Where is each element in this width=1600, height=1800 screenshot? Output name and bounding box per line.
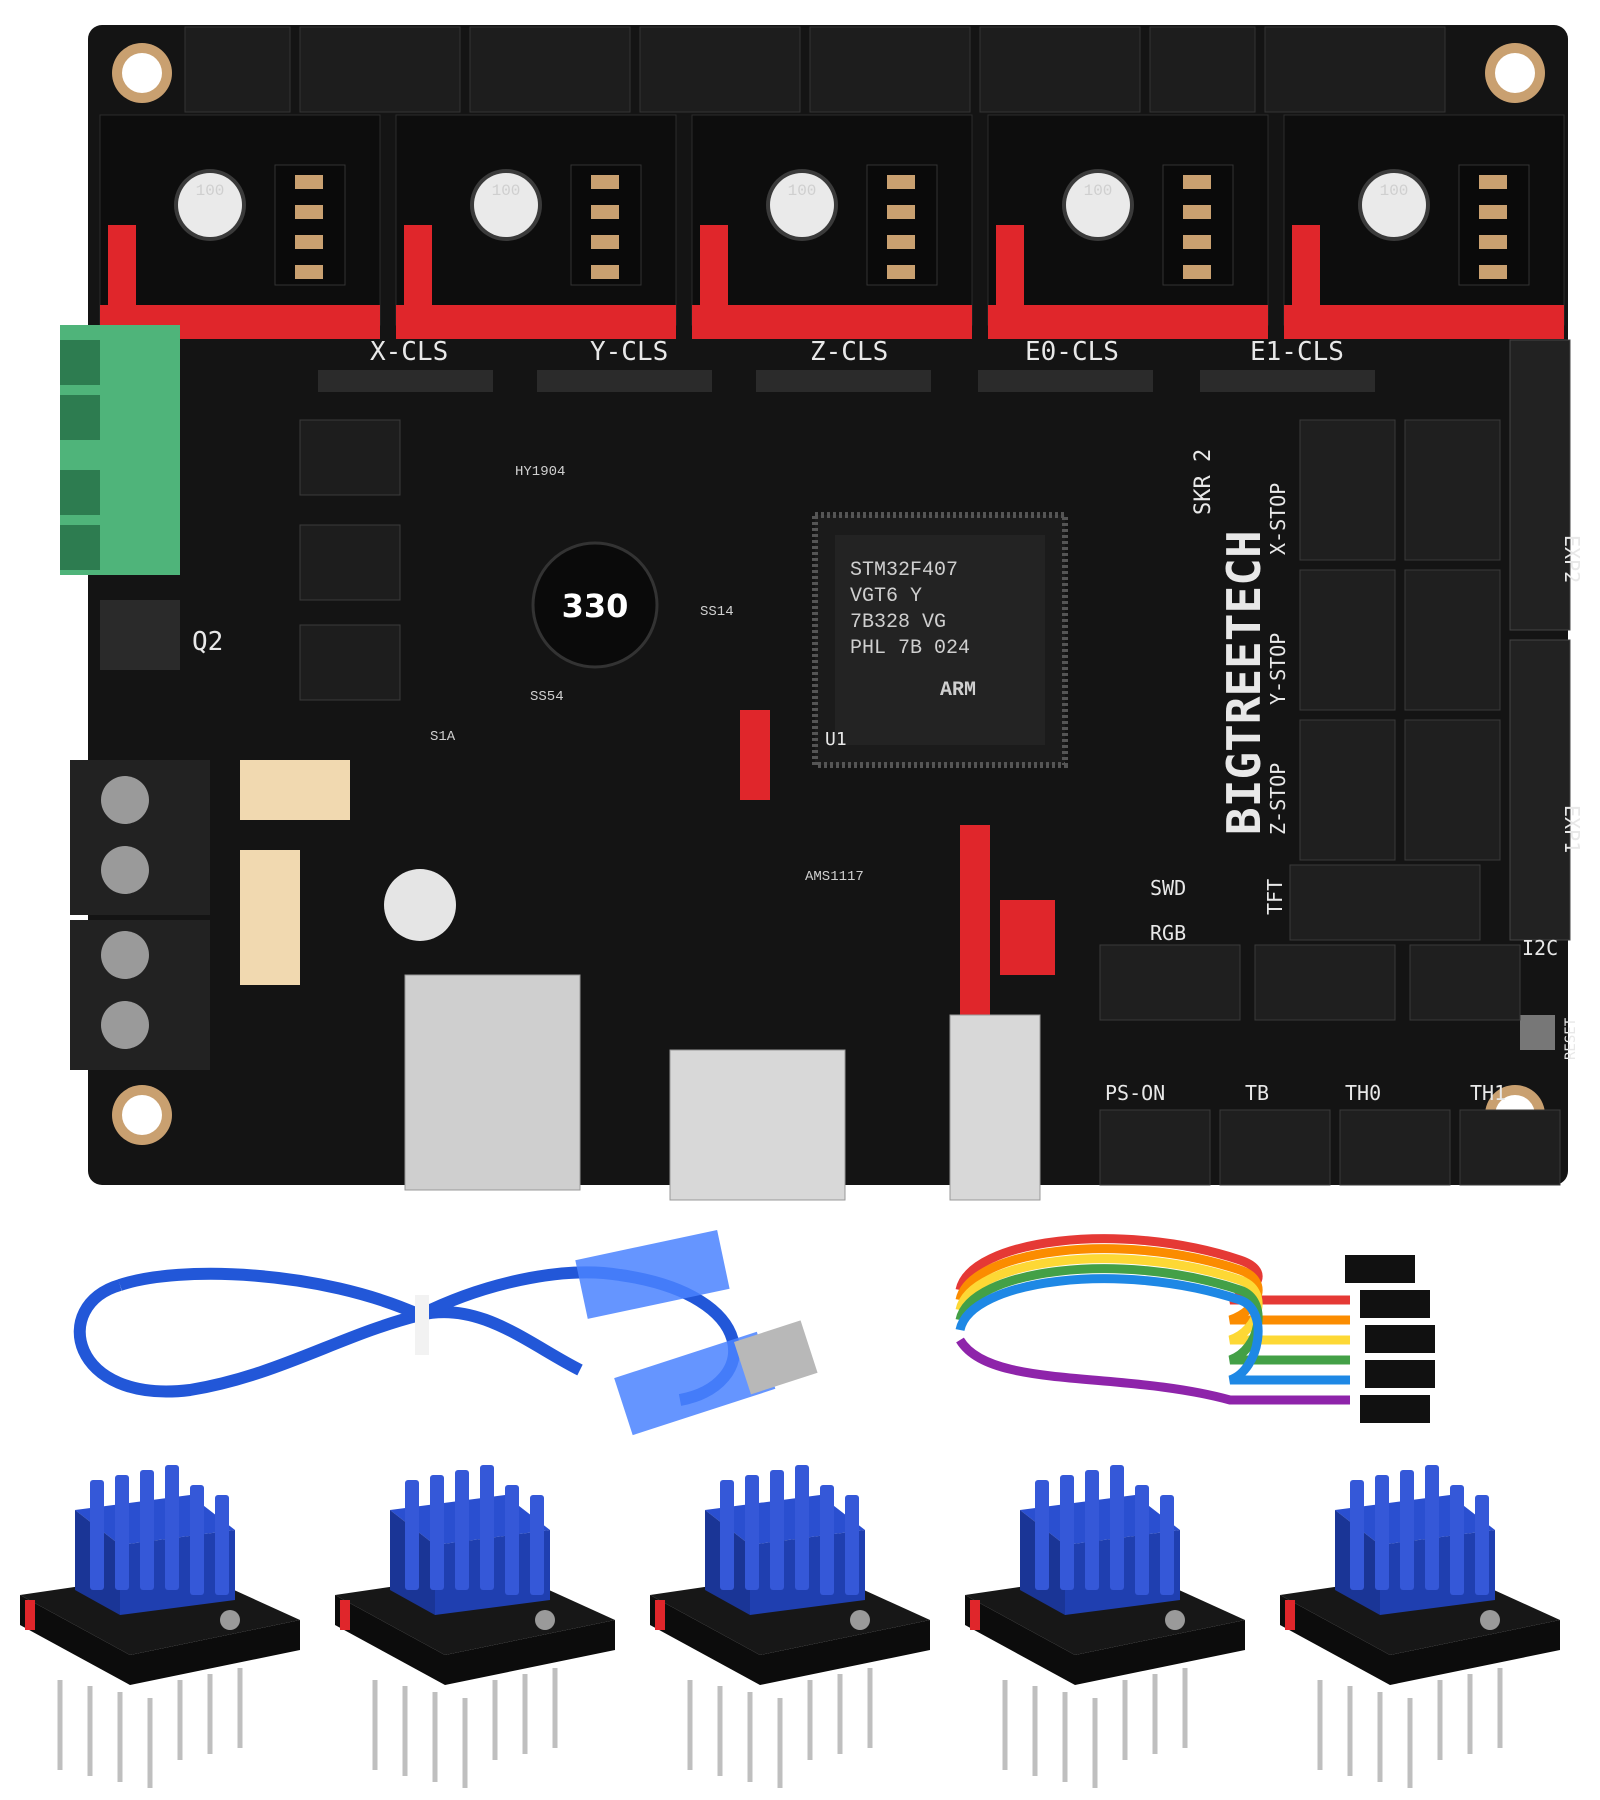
stop-label: Z-STOP — [1266, 763, 1290, 835]
inductor: 330 — [531, 541, 659, 669]
stepper-drivers — [20, 1450, 1590, 1790]
cable-tie — [415, 1295, 429, 1355]
mcu-line: PHL 7B 024 — [850, 637, 970, 660]
mcu-line: VGT6 Y — [850, 585, 922, 608]
stop-label: X-STOP — [1266, 483, 1290, 555]
capacitor — [384, 869, 456, 941]
usb-a-plug — [614, 1331, 776, 1436]
mcu-chip: STM32F407 VGT6 Y 7B328 VG PHL 7B 024 ARM… — [812, 512, 1068, 768]
screw-terminals — [70, 760, 210, 1070]
stop-label: Y-STOP — [1266, 633, 1290, 705]
reset-button[interactable] — [1520, 1015, 1555, 1050]
part-label: AMS1117 — [805, 869, 864, 885]
cls-label: E0-CLS — [1025, 337, 1119, 367]
stepper-driver — [965, 1465, 1245, 1788]
capacitor-label: 100 — [492, 182, 521, 200]
brand-label: BIGTREETECH — [1217, 530, 1271, 835]
mcu-logo: ARM — [940, 679, 976, 702]
usb-cable — [60, 1225, 820, 1445]
part-label: SS54 — [530, 689, 564, 705]
capacitor-label: 100 — [1084, 182, 1113, 200]
fuse — [240, 760, 350, 820]
part-label: SS14 — [700, 604, 734, 620]
bottom-label: TH0 — [1345, 1081, 1381, 1105]
fuse — [240, 850, 300, 985]
stepper-driver — [20, 1465, 300, 1788]
driver-slots — [99, 114, 1565, 339]
rgb-label: RGB — [1150, 921, 1186, 945]
stepper-driver — [650, 1465, 930, 1788]
power-terminal-green — [60, 325, 180, 575]
swd-label: SWD — [1150, 876, 1186, 900]
endstop-connectors — [1299, 419, 1501, 861]
capacitor-label: 100 — [196, 182, 225, 200]
stepper-driver — [335, 1465, 615, 1788]
svg-text:330: 330 — [562, 587, 629, 625]
controller-board: 100 100 100 100 100 X-CLS Y-CLS Z-CLS E0… — [60, 15, 1580, 1205]
i2c-label: I2C — [1522, 936, 1558, 960]
dupont-housings — [1345, 1255, 1435, 1423]
exp-headers — [1509, 339, 1571, 941]
bottom-label: TB — [1245, 1081, 1269, 1105]
stepper-driver — [1280, 1465, 1560, 1788]
q2-label: Q2 — [192, 627, 223, 657]
part-label: HY1904 — [515, 464, 565, 480]
cls-pin-headers — [318, 370, 1375, 392]
jumper — [740, 710, 770, 800]
bottom-label: TH1 — [1470, 1081, 1506, 1105]
tft-connector — [1289, 864, 1481, 941]
cls-label: X-CLS — [370, 337, 448, 367]
cls-label: E1-CLS — [1250, 337, 1344, 367]
exp2-label: EXP2 — [1560, 535, 1580, 583]
sd-card-slot — [669, 1049, 846, 1201]
motor-connectors — [184, 26, 1446, 113]
tft-label: TFT — [1263, 879, 1287, 915]
capacitor-label: 100 — [788, 182, 817, 200]
capacitor-label: 100 — [1380, 182, 1409, 200]
mcu-line: 7B328 VG — [850, 611, 946, 634]
bottom-label: PS-ON — [1105, 1081, 1165, 1105]
bottom-connectors — [1099, 944, 1561, 1186]
part-label: S1A — [430, 729, 456, 745]
cls-label: Z-CLS — [810, 337, 888, 367]
jumper — [1000, 900, 1055, 975]
svg-text:U1: U1 — [825, 729, 847, 750]
usb-b-plug — [575, 1230, 730, 1319]
dupont-cable — [930, 1220, 1550, 1450]
cls-label: Y-CLS — [590, 337, 668, 367]
mcu-line: STM32F407 — [850, 559, 958, 582]
model-label: SKR 2 — [1191, 449, 1216, 515]
fan-connectors — [299, 419, 401, 701]
reset-label: RESET — [1563, 1017, 1579, 1060]
usb-b-port — [404, 974, 581, 1191]
usb-a-port — [949, 1014, 1041, 1201]
exp1-label: EXP1 — [1560, 805, 1580, 853]
